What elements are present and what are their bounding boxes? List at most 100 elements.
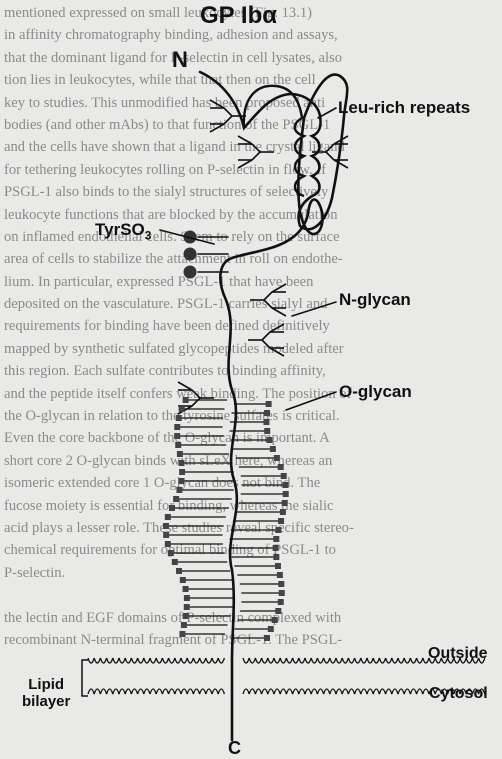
o-glycan-sugar (179, 631, 185, 637)
o-glycan-sugar (165, 541, 171, 547)
o-glycan-sugar (264, 428, 270, 434)
o-glycan-sugar (268, 626, 274, 632)
n-glycan-label: N-glycan (339, 290, 411, 310)
o-glycan-sugar (272, 617, 278, 623)
tyr-subscript: 3 (145, 228, 152, 242)
o-glycan-sugar (174, 424, 180, 430)
o-glycan-sugar (278, 599, 284, 605)
o-glycan-sugar (181, 622, 187, 628)
leu-rich-coil (244, 86, 304, 196)
n-glycan-branch (192, 398, 200, 406)
o-glycan-sugar (273, 554, 279, 560)
o-glycan-sugar (277, 572, 283, 578)
leu-rich-pointer (318, 108, 336, 118)
o-glycan-sugar (274, 455, 280, 461)
n-glycan-tree-2 (238, 136, 274, 168)
o-glycan-sugar (278, 581, 284, 587)
tyrso3-ball (184, 248, 197, 261)
n-glycan-tree-5 (248, 324, 284, 356)
o-glycan-sugar (184, 595, 190, 601)
o-glycan-sugar (280, 509, 286, 515)
n-glycan-branch (270, 348, 284, 356)
n-glycan-pointer (292, 302, 336, 316)
n-glycan-branch (192, 390, 200, 398)
n-glycan-branch (326, 152, 334, 160)
tyrso3-ball (184, 266, 197, 279)
o-glycan-pointer (286, 392, 336, 410)
n-glycan-branch (270, 324, 284, 332)
o-glycan-sugar (279, 590, 285, 596)
n-glycan-branch (238, 136, 252, 144)
o-glycan-sugar (163, 532, 169, 538)
o-glycan-sugar (275, 563, 281, 569)
lipid-bilayer-label: Lipidbilayer (22, 676, 70, 710)
o-glycan-sugar (183, 613, 189, 619)
polypeptide-chain (200, 72, 347, 740)
o-glycan-sugar (177, 451, 183, 457)
lipid-word: Lipid (28, 676, 64, 693)
o-glycan-sugar (180, 577, 186, 583)
o-glycan-sugar (179, 478, 185, 484)
n-glycan-branch (262, 340, 270, 348)
tyrosine-sulfate-label: TyrSO3 (95, 220, 151, 242)
o-glycan-sugar (165, 514, 171, 520)
n-glycan-branch (210, 100, 224, 108)
n-glycan-branch (334, 160, 348, 168)
o-glycan-sugar (184, 604, 190, 610)
n-terminus-label: N (172, 47, 188, 73)
n-glycan-branch (210, 124, 224, 132)
o-glycan-sugar (278, 464, 284, 470)
o-glycan-sugar (183, 397, 189, 403)
o-glycan-sugar (183, 586, 189, 592)
n-glycan-branch (238, 160, 252, 168)
o-glycan-sugar (179, 469, 185, 475)
lipid-bilayer-outer-leaflet (88, 658, 485, 663)
o-glycan-sugar (273, 545, 279, 551)
leu-rich-repeats-label: Leu-rich repeats (338, 98, 470, 118)
tyr-so-text: TyrSO (95, 220, 145, 239)
n-glycan-branch (262, 332, 270, 340)
o-glycan-sugar (283, 491, 289, 497)
o-glycan-sugar (282, 482, 288, 488)
o-glycan-sugar (275, 608, 281, 614)
o-glycan-sugar (178, 460, 184, 466)
o-glycan-sugar (281, 473, 287, 479)
o-glycan-sugar (176, 568, 182, 574)
n-glycan-branch (264, 292, 272, 300)
o-glycan-sugar (174, 433, 180, 439)
o-glycan-sugar (263, 419, 269, 425)
o-glycan-sugar (175, 442, 181, 448)
o-glycan-sugar (169, 505, 175, 511)
n-glycan-branch (252, 144, 260, 152)
o-glycan-sugar (179, 406, 185, 412)
diagram-title: GP Ibα (200, 2, 277, 30)
n-glycan-tree-1 (210, 100, 246, 132)
n-glycan-branch (224, 116, 232, 124)
o-glycan-sugar (163, 523, 169, 529)
n-glycan-branch (272, 308, 286, 316)
o-glycan-sugar (173, 496, 179, 502)
n-glycan-branch (272, 284, 286, 292)
n-glycan-branch (252, 152, 260, 160)
o-glycan-sugar (266, 437, 272, 443)
lipid-bilayer-inner-leaflet (88, 689, 485, 694)
o-glycan-label: O-glycan (339, 382, 412, 402)
o-glycan-sugar (266, 401, 272, 407)
bilayer-bracket (82, 660, 88, 696)
n-glycan-branch (178, 382, 192, 390)
o-glycan-sugar (278, 518, 284, 524)
n-glycan-branch (326, 144, 334, 152)
o-glycan-sugar (172, 559, 178, 565)
o-glycan-sugar (168, 550, 174, 556)
bilayer-word: bilayer (22, 693, 70, 710)
outside-label: Outside (428, 645, 488, 663)
o-glycan-sugar (176, 487, 182, 493)
o-glycan-sugar (264, 635, 270, 641)
o-glycan-sugar (275, 527, 281, 533)
o-glycan-sugar (273, 536, 279, 542)
n-glycan-branch (224, 108, 232, 116)
n-glycan-branch (264, 300, 272, 308)
o-glycan-sugar (282, 500, 288, 506)
o-glycan-sugar (176, 415, 182, 421)
cytosol-label: Cytosol (429, 685, 488, 703)
